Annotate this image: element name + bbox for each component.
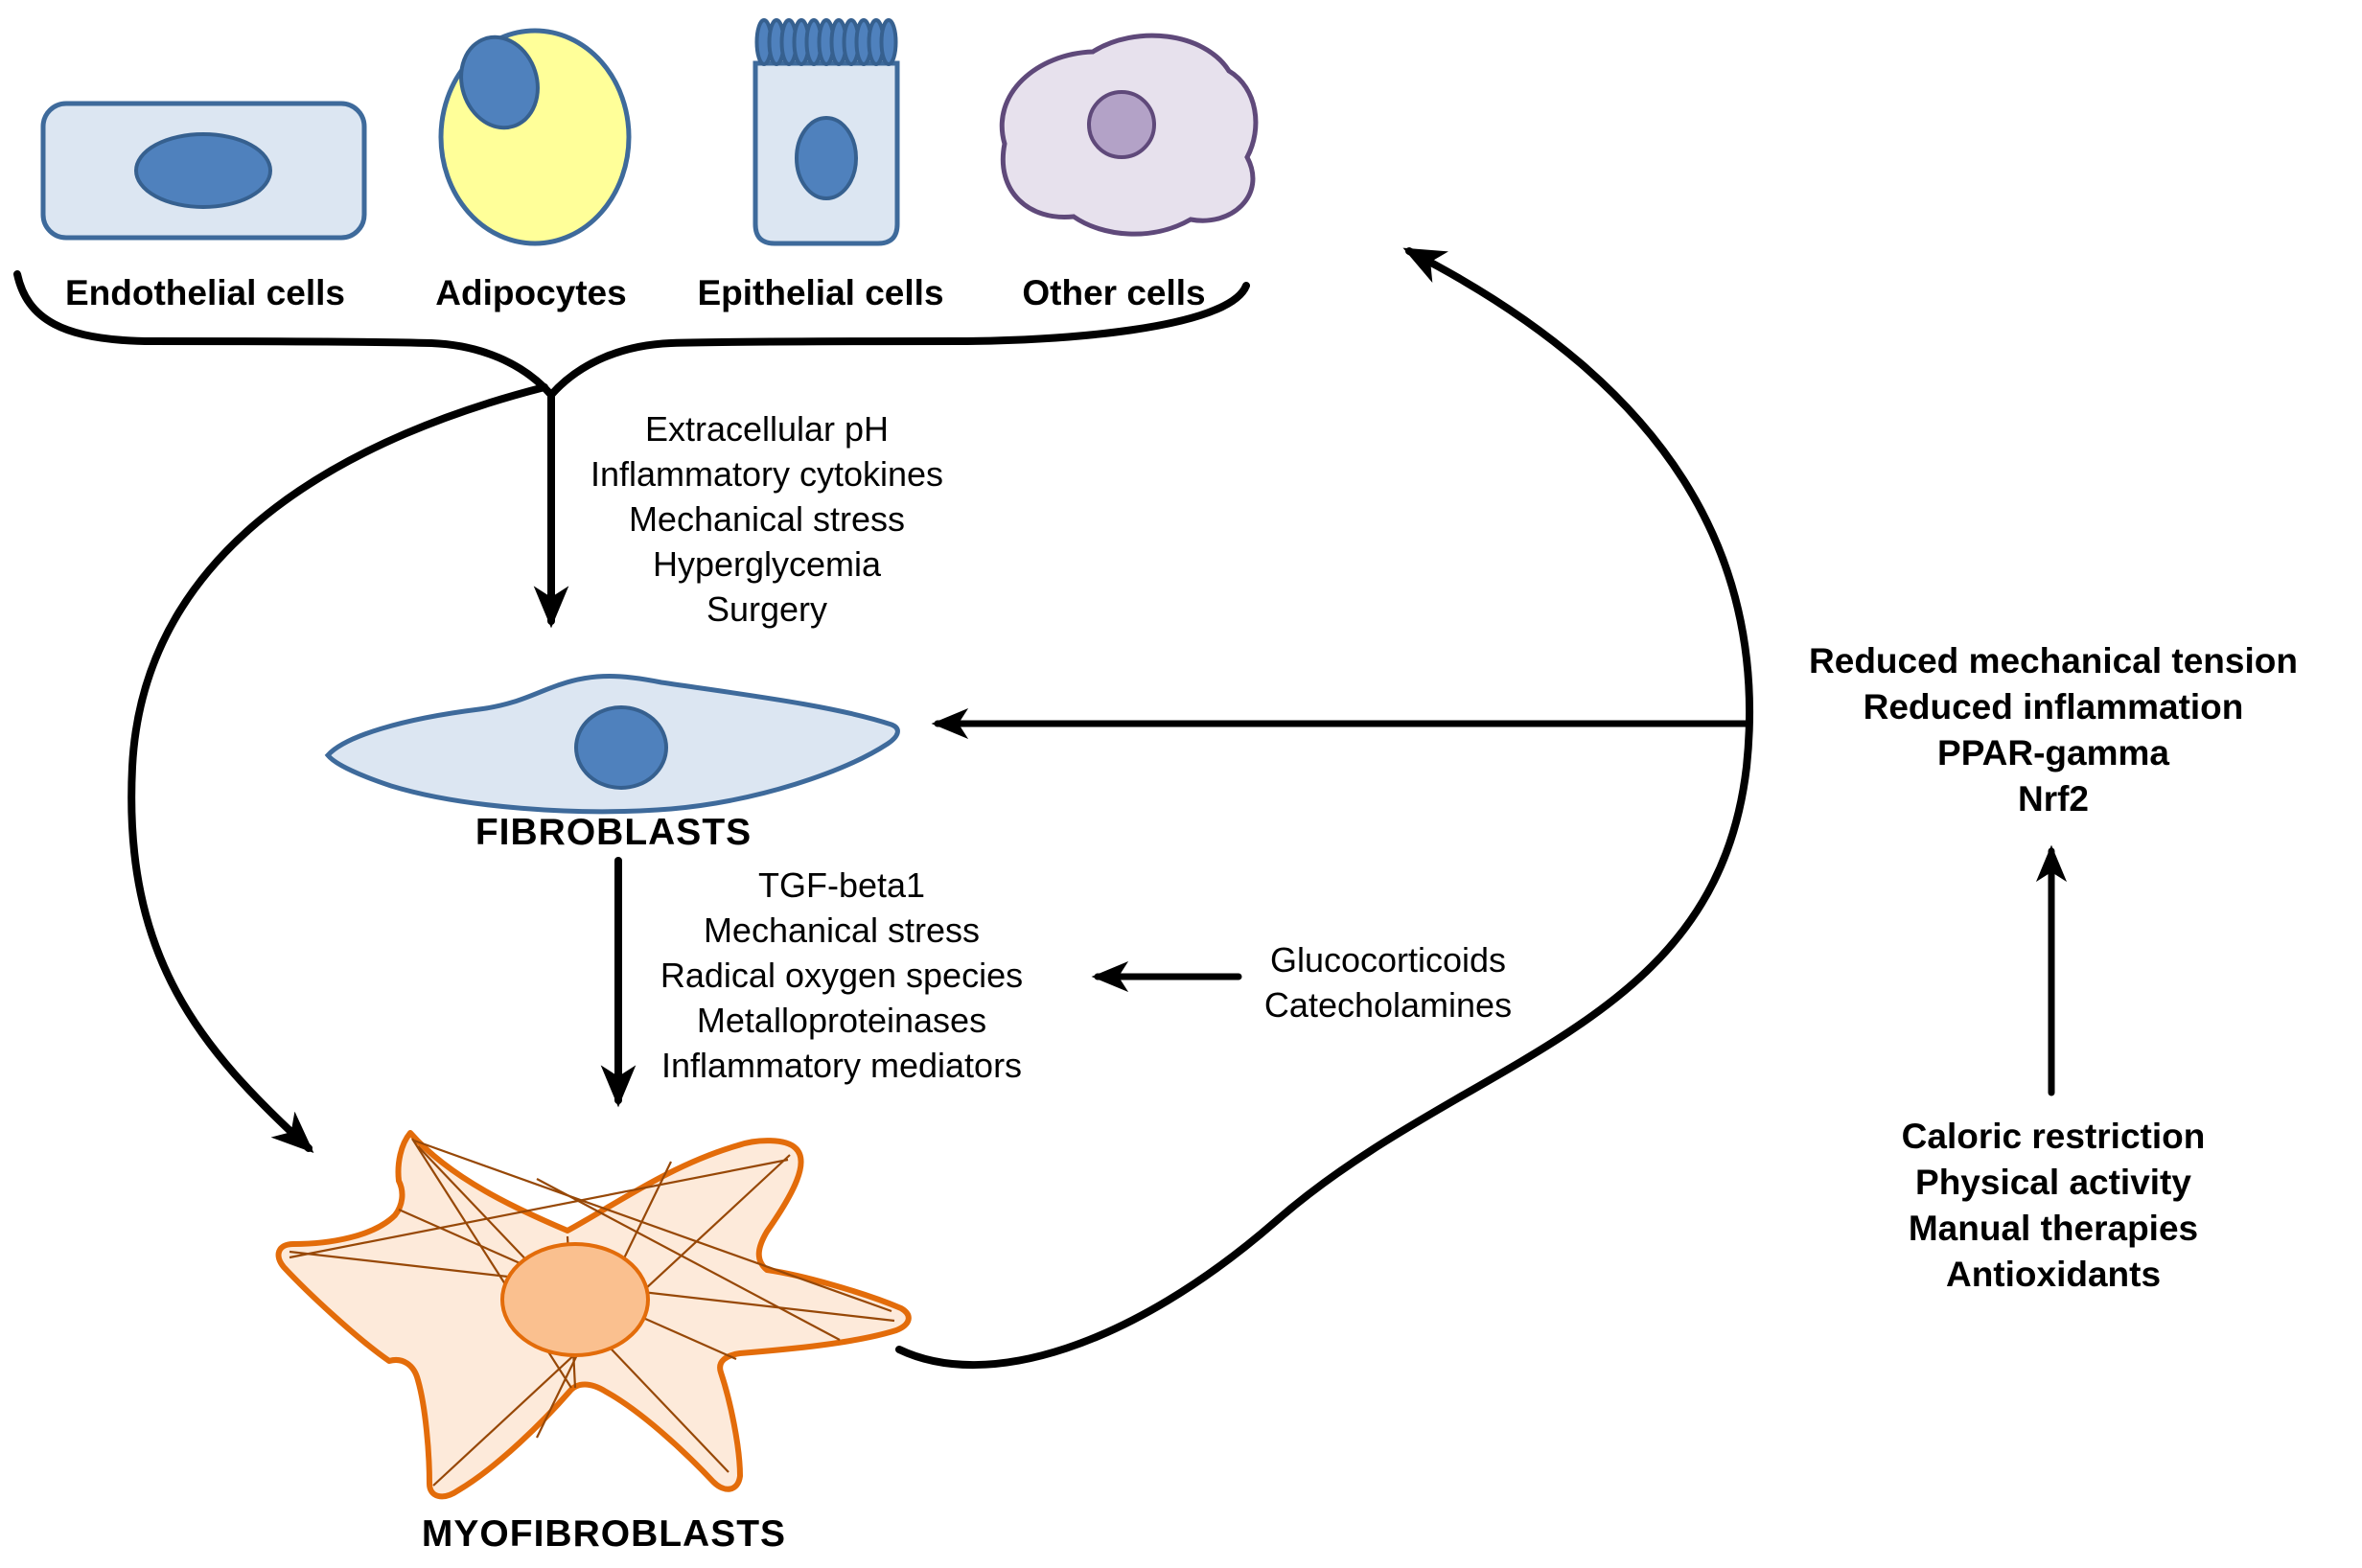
stimulus-line: Extracellular pH bbox=[644, 409, 890, 449]
stimulus-line: Mechanical stress bbox=[703, 911, 981, 950]
hormonal-modulators-list: Glucocorticoids Catecholamines bbox=[1264, 937, 1512, 1027]
endothelial-cells-label: Endothelial cells bbox=[65, 273, 345, 312]
hormone-line: Glucocorticoids bbox=[1269, 940, 1507, 980]
stimulus-line: Metalloproteinases bbox=[696, 1001, 987, 1040]
stimulus-line: Mechanical stress bbox=[628, 499, 906, 539]
myofibroblast-cell-icon bbox=[275, 1130, 912, 1500]
arrow-cells-to-myofibroblasts-curve bbox=[127, 383, 548, 1153]
fibroblast-cell-icon bbox=[324, 674, 900, 815]
reversal-factors-list: Reduced mechanical tension Reduced infla… bbox=[1809, 638, 2298, 822]
intervention-line: Caloric restriction bbox=[1901, 1117, 2206, 1156]
fibroblasts-label: FIBROBLASTS bbox=[475, 812, 753, 853]
epithelial-cells-label: Epithelial cells bbox=[697, 273, 944, 312]
interventions-list: Caloric restriction Physical activity Ma… bbox=[1902, 1114, 2206, 1298]
brace-cells bbox=[13, 270, 1250, 402]
hormone-line: Catecholamines bbox=[1263, 985, 1513, 1025]
stimulus-line: TGF-beta1 bbox=[757, 865, 926, 905]
stimulus-line: Surgery bbox=[706, 589, 828, 629]
adipocyte-cell-icon bbox=[438, 28, 632, 246]
reversal-factor-line: Reduced mechanical tension bbox=[1809, 641, 2298, 680]
intervention-line: Manual therapies bbox=[1908, 1209, 2199, 1248]
epithelial-cell-icon bbox=[753, 18, 900, 246]
other-cells-label: Other cells bbox=[1022, 273, 1206, 312]
stimulus-line: Inflammatory cytokines bbox=[590, 454, 944, 494]
microvilli bbox=[754, 18, 898, 66]
adipocytes-label: Adipocytes bbox=[435, 273, 627, 312]
intervention-line: Antioxidants bbox=[1945, 1255, 2162, 1294]
stimulus-line: Hyperglycemia bbox=[652, 544, 882, 584]
stimuli-to-fibroblasts-list: Extracellular pH Inflammatory cytokines … bbox=[590, 406, 943, 632]
myofibroblasts-label: MYOFIBROBLASTS bbox=[421, 1513, 787, 1555]
other-cell-icon bbox=[999, 33, 1259, 237]
reversal-factor-line: Reduced inflammation bbox=[1863, 687, 2244, 726]
stimulus-line: Inflammatory mediators bbox=[660, 1046, 1023, 1085]
stimuli-to-myofibroblasts-list: TGF-beta1 Mechanical stress Radical oxyg… bbox=[660, 863, 1023, 1088]
reversal-factor-line: PPAR-gamma bbox=[1937, 733, 2169, 772]
reversal-factor-line: Nrf2 bbox=[2017, 779, 2090, 819]
endothelial-cell-icon bbox=[40, 101, 367, 241]
stimulus-line: Radical oxygen species bbox=[660, 956, 1024, 995]
intervention-line: Physical activity bbox=[1915, 1163, 2191, 1202]
arrow-myofibroblasts-to-cells-curve bbox=[895, 247, 1753, 1369]
